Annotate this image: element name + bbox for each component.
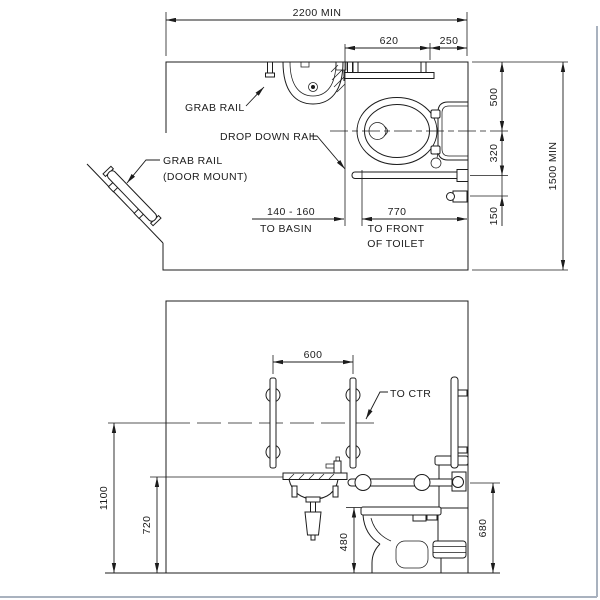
plan-basin-hatch <box>330 64 346 93</box>
plan-paper-holder <box>446 190 468 203</box>
plan-door-leaf <box>86 163 164 244</box>
label-door-grab-rail-line2: (DOOR MOUNT) <box>163 171 248 183</box>
callout-door-grab-rail: GRAB RAIL (DOOR MOUNT) <box>126 155 248 184</box>
basin-trap <box>304 496 322 541</box>
toilet-trap-outline <box>395 540 429 569</box>
dim-480-text: 480 <box>338 533 350 552</box>
dimension-140-160-to-basin: 140 - 160 TO BASIN <box>252 206 344 235</box>
label-to-ctr: TO CTR <box>390 388 431 400</box>
elevation-folded-rail <box>450 376 468 469</box>
plan-wall-rail <box>343 61 435 81</box>
dimension-500: 500 <box>488 62 505 131</box>
dim-150-text: 150 <box>488 207 500 226</box>
dim-1100-text: 1100 <box>98 486 110 510</box>
elevation-drop-down-rail <box>347 471 467 492</box>
label-to-front: TO FRONT <box>368 223 425 235</box>
toilet-seat <box>360 506 442 516</box>
dim-2200-text: 2200 MIN <box>293 7 342 19</box>
callout-grab-rail: GRAB RAIL <box>185 86 265 114</box>
dimension-720: 720 <box>141 477 160 573</box>
dim-140-160-text: 140 - 160 <box>267 206 315 218</box>
plan-grab-rail-stub-left <box>265 61 275 78</box>
dimension-770-to-front: 770 TO FRONT OF TOILET <box>362 206 467 250</box>
dim-770-text: 770 <box>388 206 407 218</box>
elevation-vertical-rail-left <box>265 377 281 469</box>
dim-320-text: 320 <box>488 144 500 163</box>
label-to-basin: TO BASIN <box>260 223 312 235</box>
dimension-150: 150 <box>488 175 505 226</box>
plan-room-walls <box>162 61 469 271</box>
dimension-2200-min: 2200 MIN <box>166 7 467 23</box>
plan-view: 2200 MIN 620 250 500 320 150 1500 MIN <box>86 7 568 271</box>
plan-door-grab-rail <box>102 165 162 227</box>
dimension-250: 250 <box>430 35 467 51</box>
soil-pipe <box>432 540 467 559</box>
elevation-view: 600 TO CTR <box>98 300 500 574</box>
dimension-320: 320 <box>488 131 505 176</box>
dim-1500-text: 1500 MIN <box>547 142 559 191</box>
elevation-room-walls <box>105 300 500 574</box>
dimension-600: 600 <box>272 349 354 374</box>
label-of-toilet: OF TOILET <box>367 238 425 250</box>
plan-basin <box>282 61 347 105</box>
dimension-680: 680 <box>470 482 500 573</box>
dimension-620: 620 <box>345 35 430 51</box>
label-door-grab-rail-line1: GRAB RAIL <box>163 155 223 167</box>
dim-600-text: 600 <box>304 349 323 361</box>
label-drop-down-rail: DROP DOWN RAIL <box>220 131 318 143</box>
callout-drop-down-rail: DROP DOWN RAIL <box>220 131 346 170</box>
dimension-480: 480 <box>338 507 361 573</box>
callout-to-ctr: TO CTR <box>365 388 431 420</box>
elevation-basin <box>282 456 348 541</box>
dim-680-text: 680 <box>477 519 489 538</box>
dim-250-text: 250 <box>440 35 459 47</box>
window-edge <box>0 26 598 598</box>
dim-720-text: 720 <box>141 516 153 535</box>
dim-620-text: 620 <box>380 35 399 47</box>
dimension-1100: 1100 <box>98 423 117 573</box>
dim-500-text: 500 <box>488 88 500 107</box>
elevation-vertical-rail-right <box>345 377 361 469</box>
label-grab-rail: GRAB RAIL <box>185 102 245 114</box>
plan-toilet <box>356 97 468 169</box>
dimension-1500-min: 1500 MIN <box>547 62 566 270</box>
plan-drop-down-rail <box>351 169 469 182</box>
